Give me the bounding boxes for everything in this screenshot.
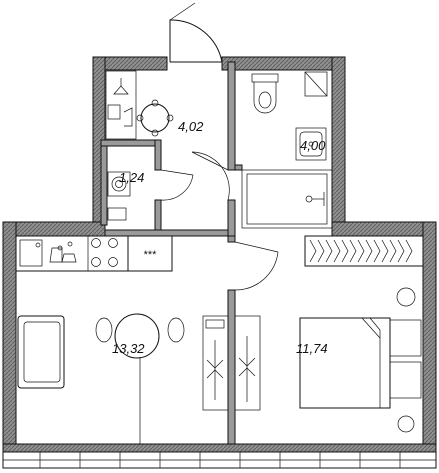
hallway-furniture	[105, 70, 174, 140]
room-area-kitchen-living: 13,32	[112, 341, 145, 356]
bedroom-wardrobe	[304, 235, 424, 267]
bedroom-door	[234, 241, 279, 291]
bathroom-fixtures	[241, 71, 333, 229]
room-area-hallway: 4,02	[178, 119, 204, 134]
room-area-bedroom: 11,74	[296, 341, 328, 356]
exterior-walls	[2, 56, 437, 445]
bathroom-door	[191, 151, 230, 201]
bed	[299, 317, 391, 409]
sofa	[17, 315, 65, 389]
hob-unit: ***	[127, 235, 173, 272]
nightstands	[389, 287, 422, 433]
room-area-bathroom: 4,00	[300, 138, 326, 153]
hob-symbol: ***	[144, 249, 158, 261]
entrance-door	[169, 2, 223, 63]
kitchen-counter	[15, 235, 129, 272]
sliding-wardrobe	[202, 315, 229, 411]
room-area-storage: 1,24	[119, 170, 144, 185]
storage-washer	[107, 171, 131, 221]
dining-table	[95, 313, 185, 359]
bedroom-wardrobe-sliding	[234, 315, 261, 411]
storage-door	[160, 169, 194, 201]
balcony-strip	[2, 443, 437, 469]
